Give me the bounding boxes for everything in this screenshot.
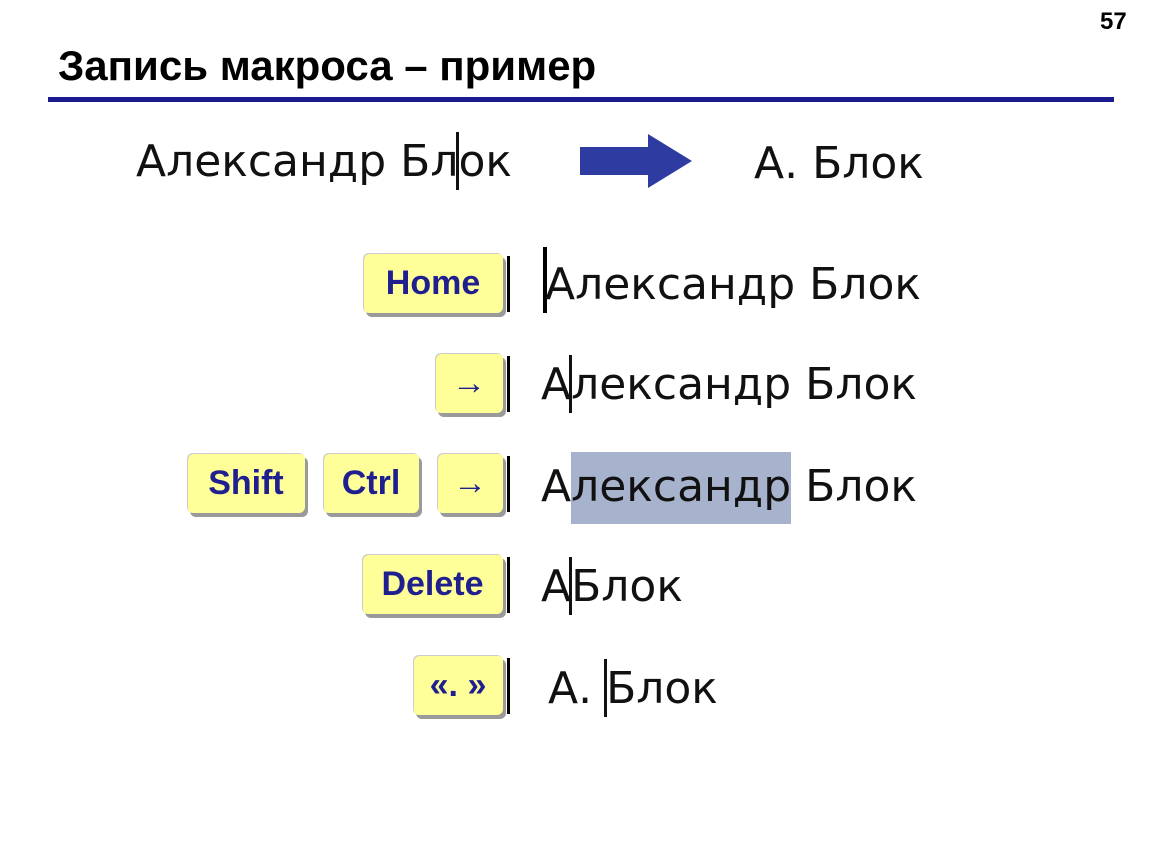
step-select-after: Блок <box>791 461 917 512</box>
example-source-after: ок <box>458 136 512 187</box>
step-select-text: Александр Блок <box>541 452 917 524</box>
key-edge <box>507 356 510 412</box>
step-arrow-after: лександр Блок <box>571 359 917 410</box>
step-insert-text: А. Блок <box>548 659 718 717</box>
example-source-before: Александр Бл <box>136 136 459 187</box>
text-cursor <box>543 247 547 313</box>
key-edge <box>507 557 510 613</box>
step-home-text: Александр Блок <box>545 259 921 310</box>
shift-key[interactable]: Shift <box>187 453 305 513</box>
key-edge <box>507 456 510 512</box>
step-insert-after: Блок <box>606 663 718 714</box>
right-arrow-key[interactable]: → <box>435 353 503 413</box>
key-edge <box>507 658 510 714</box>
example-result-text: А. Блок <box>754 138 924 189</box>
selected-text: лександр <box>571 452 792 524</box>
step-delete-before: А <box>541 561 572 612</box>
slide-title: Запись макроса – пример <box>58 42 597 89</box>
title-divider <box>48 97 1114 102</box>
period-space-key[interactable]: «. » <box>413 655 503 715</box>
right-arrow-icon <box>580 134 692 188</box>
step-delete-after: Блок <box>571 561 683 612</box>
step-arrow-before: А <box>541 359 572 410</box>
right-arrow-key[interactable]: → <box>437 453 503 513</box>
key-edge <box>507 256 510 312</box>
home-key[interactable]: Home <box>363 253 503 313</box>
ctrl-key[interactable]: Ctrl <box>323 453 419 513</box>
step-insert-before: А. <box>548 663 607 714</box>
slide-number: 57 <box>1100 8 1127 35</box>
delete-key[interactable]: Delete <box>362 554 503 614</box>
step-select-before: А <box>541 461 572 512</box>
